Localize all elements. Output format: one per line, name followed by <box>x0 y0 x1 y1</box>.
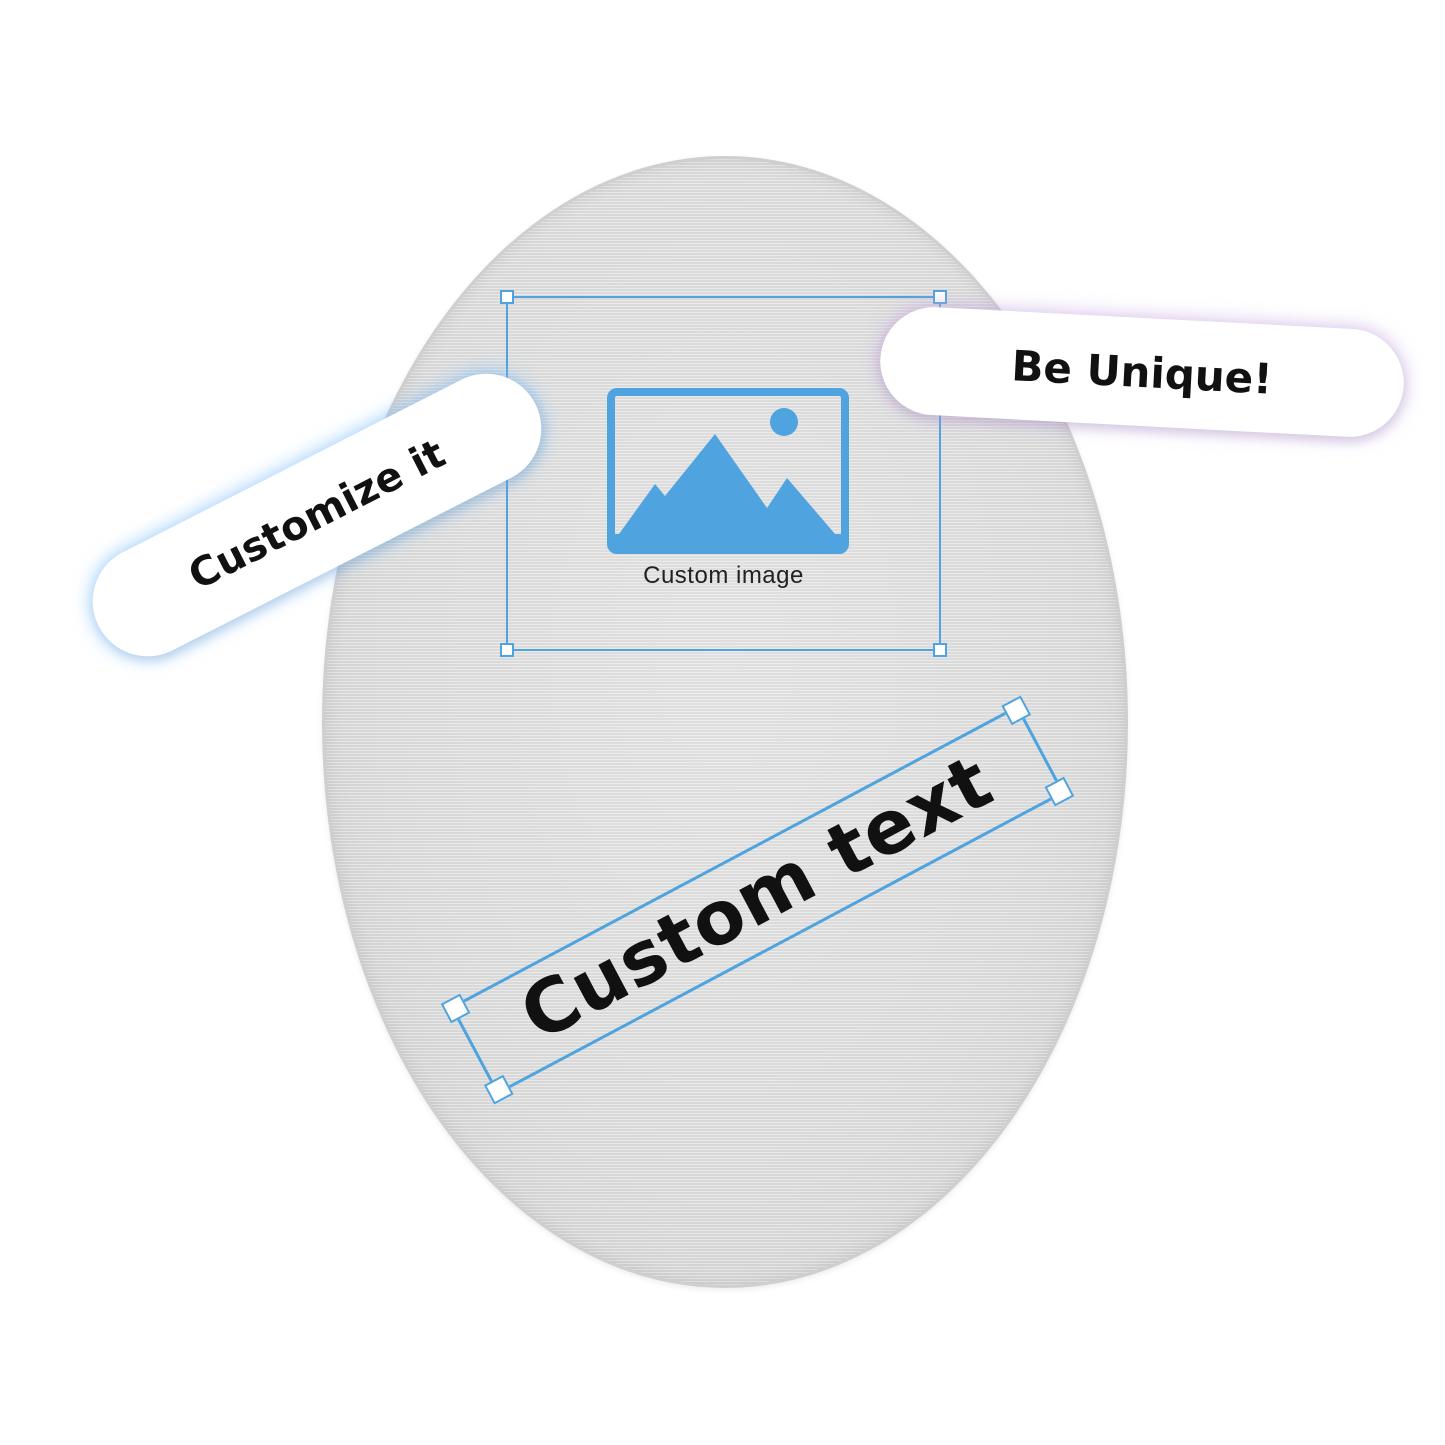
resize-handle-top-left[interactable] <box>500 290 514 304</box>
resize-handle-top-right[interactable] <box>933 290 947 304</box>
picture-icon <box>607 388 849 554</box>
image-placeholder-box[interactable]: Custom image <box>500 290 947 657</box>
resize-handle-bottom-right[interactable] <box>933 643 947 657</box>
resize-handle-bottom-left[interactable] <box>500 643 514 657</box>
image-caption: Custom image <box>643 562 804 589</box>
